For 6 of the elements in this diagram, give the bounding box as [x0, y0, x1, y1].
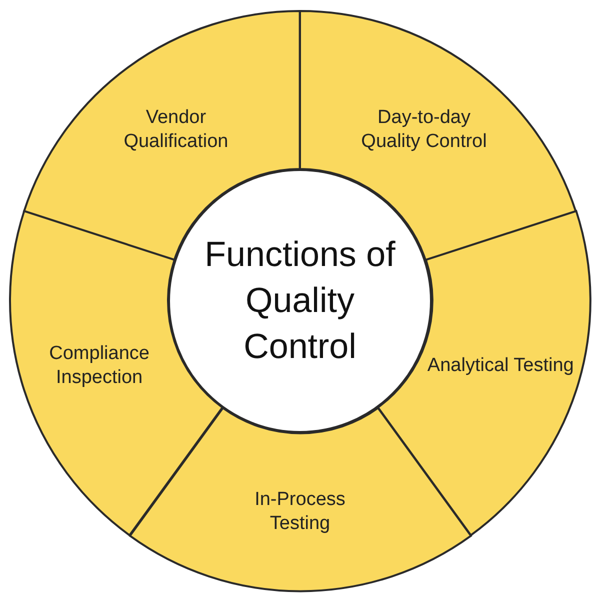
center-title: Functions of Quality Control	[204, 234, 396, 368]
segment-label: In-Process Testing	[254, 488, 346, 536]
segment-label: Analytical Testing	[426, 354, 575, 378]
segment-label: Day-to-day Quality Control	[360, 106, 488, 154]
segment-label: Compliance Inspection	[48, 342, 150, 390]
segment-label: Vendor Qualification	[122, 106, 230, 154]
